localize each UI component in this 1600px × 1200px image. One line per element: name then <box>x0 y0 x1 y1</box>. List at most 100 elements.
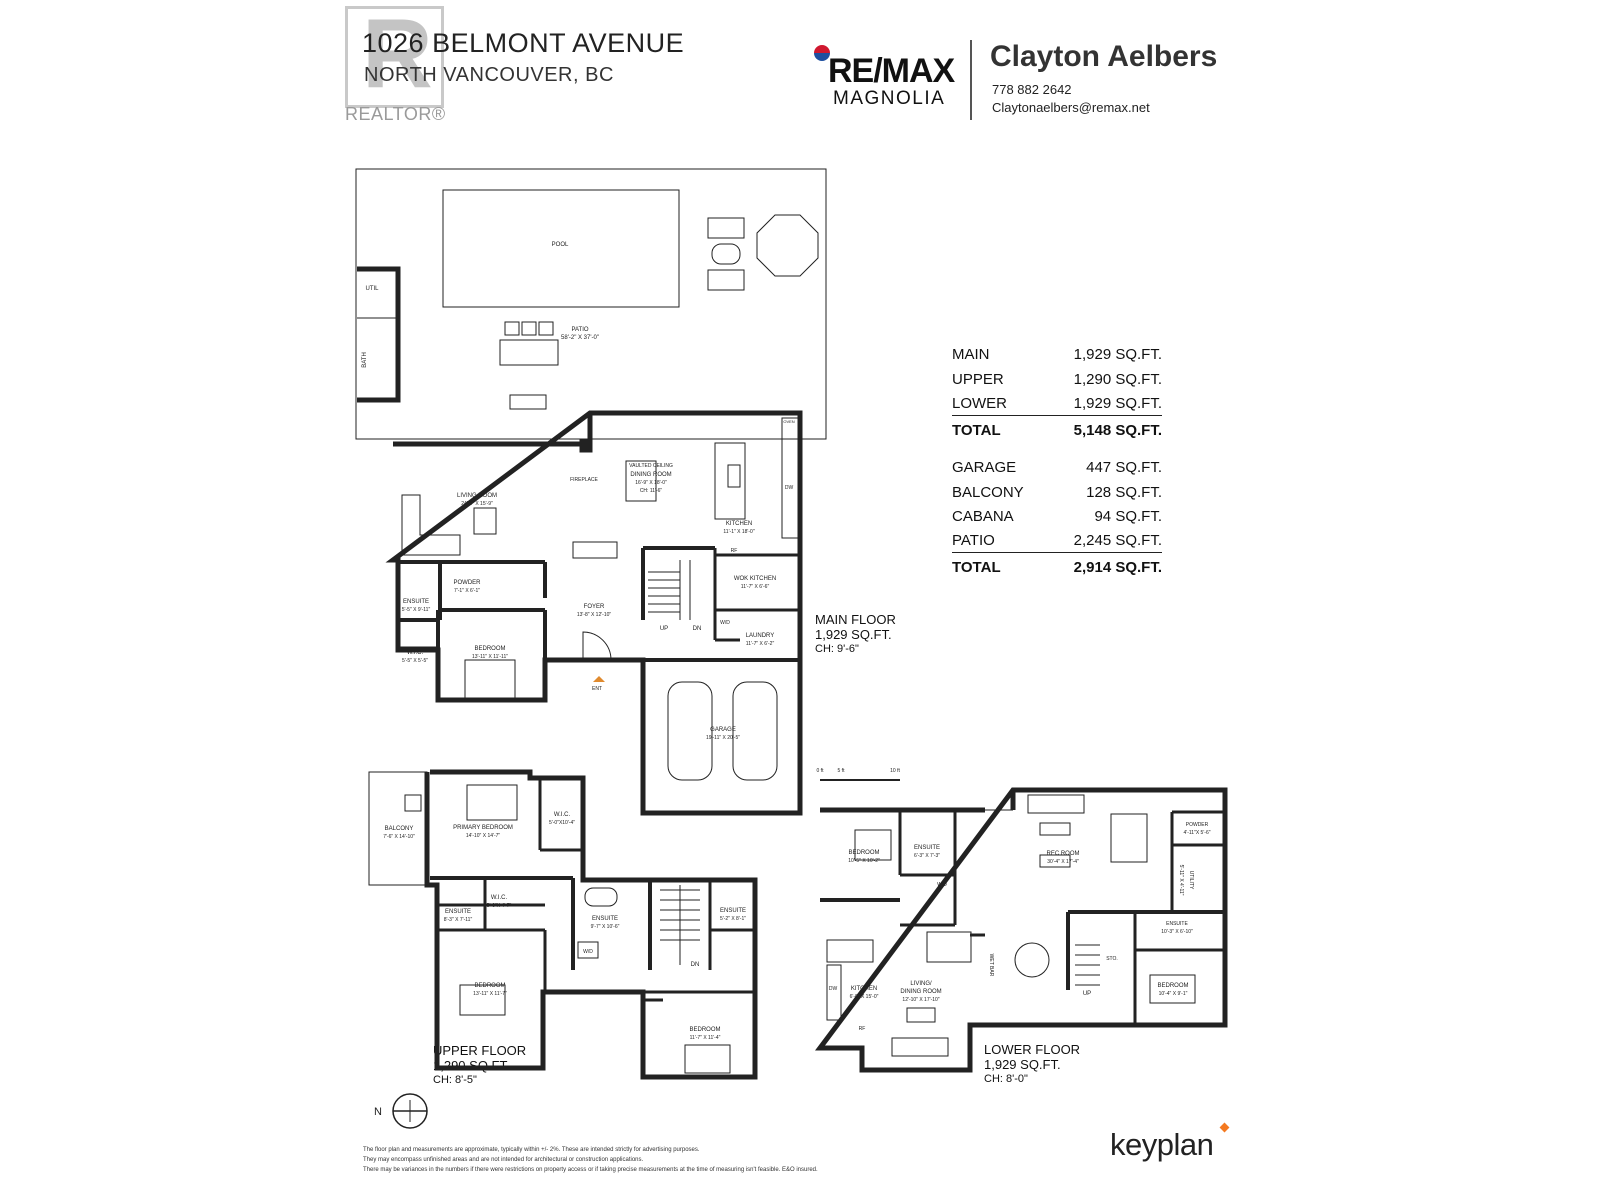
label-dw-main: DW <box>785 485 794 491</box>
label-livdin-dim: 12'-10" X 17'-10" <box>902 997 939 1003</box>
label-rec: REC ROOM <box>1047 851 1080 857</box>
property-city: NORTH VANCOUVER, BC <box>364 64 614 86</box>
disclaimer-line: The floor plan and measurements are appr… <box>363 1147 700 1153</box>
label-bedroom-main-dim: 13'-11" X 11'-11" <box>472 654 508 660</box>
label-bedroom-low1-dim: 10'-5" X 10'-2" <box>848 858 880 864</box>
label-livdin2: DINING ROOM <box>900 989 941 995</box>
label-ensuite-low1-dim: 6'-3" X 7'-3" <box>914 853 940 859</box>
label-patio: PATIO <box>571 327 588 333</box>
label-dn-main: DN <box>693 626 702 632</box>
label-garage: GARAGE <box>710 727 736 733</box>
label-bedroom-up2: BEDROOM <box>689 1027 720 1033</box>
compass-north-label: N <box>374 1106 382 1118</box>
entrance-marker <box>593 676 605 682</box>
label-rf-main: RF <box>731 548 738 554</box>
label-wok-dim: 11'-7" X 6'-6" <box>741 584 770 590</box>
label-wd-main: W/D <box>720 620 730 626</box>
label-bedroom-up1-dim: 13'-11" X 11'-7" <box>473 991 507 997</box>
lower-floor-walls <box>815 787 1228 1073</box>
label-bedroom-low2-dim: 10'-4" X 9'-1" <box>1159 991 1188 997</box>
label-powder-dim: 7'-1" X 6'-1" <box>454 588 480 594</box>
label-oven-main: OVEN <box>783 419 794 424</box>
label-wic-up1: W.I.C. <box>554 812 571 818</box>
label-kitchen-dim: 11'-1" X 18'-0" <box>723 529 754 535</box>
label-bedroom-up1: BEDROOM <box>474 983 505 989</box>
cabana-walls <box>357 266 401 403</box>
label-rf-lower: RF <box>859 1026 866 1032</box>
label-ensuite-up1-dim: 9'-7" X 10'-6" <box>591 924 620 930</box>
area-divider <box>952 415 1162 416</box>
label-ensuite-low2-dim: 10'-3" X 6'-10" <box>1161 929 1193 935</box>
label-living: LIVING ROOM <box>457 493 497 499</box>
patio-area <box>355 168 827 440</box>
realtor-logo: R <box>345 0 444 108</box>
label-primary: PRIMARY BEDROOM <box>453 825 513 831</box>
label-utility: UTILITY <box>1188 871 1194 890</box>
label-bedroom-main: BEDROOM <box>474 646 505 652</box>
label-wd-upper: W/D <box>583 949 593 955</box>
label-utility-dim: 5'-11" X 4'-11" <box>1178 865 1184 896</box>
pool <box>442 189 680 308</box>
scale-label-10: 10 ft <box>890 768 900 774</box>
brokerage-logo: RE/MAX <box>828 52 955 90</box>
label-kitchen-low: KITCHEN <box>851 986 877 992</box>
label-up-main: UP <box>660 626 668 632</box>
label-powder: POWDER <box>454 580 482 586</box>
label-bedroom-low2: BEDROOM <box>1157 983 1188 989</box>
label-bedroom-up2-dim: 11'-7" X 11'-4" <box>690 1035 721 1041</box>
cars <box>667 681 778 781</box>
label-wok: WOK KITCHEN <box>734 576 776 582</box>
label-ensuite-up1: ENSUITE <box>592 916 618 922</box>
label-primary-dim: 14'-10" X 14'-7" <box>466 833 501 839</box>
header-divider <box>970 40 972 120</box>
label-dn-upper: DN <box>691 962 700 968</box>
area-divider <box>952 552 1162 553</box>
label-wic-up1-dim: 5'-0"X10'-4" <box>549 820 575 826</box>
label-foyer: FOYER <box>584 604 605 610</box>
label-dining-ch: CH: 11'-6" <box>640 488 663 494</box>
brokerage-office: MAGNOLIA <box>833 88 946 109</box>
label-ensuite-up2: ENSUITE <box>445 909 471 915</box>
label-foyer-dim: 13'-8" X 12'-10" <box>577 612 612 618</box>
label-wetbar: WET BAR <box>988 954 994 977</box>
label-util: UTIL <box>365 286 379 292</box>
label-powder-low-dim: 4'-11"X 5'-6" <box>1183 830 1210 836</box>
scale-label-5: 5 ft <box>838 768 846 774</box>
label-wic-up2-dim: 5'-6"X 4'-7" <box>487 903 512 909</box>
label-ent: ENT <box>592 686 602 692</box>
label-bedroom-low1: BEDROOM <box>848 850 879 856</box>
label-ensuite-low2: ENSUITE <box>1166 921 1188 927</box>
label-balcony-dim: 7'-6" X 14'-10" <box>383 834 415 840</box>
label-up-lower: UP <box>1083 991 1091 997</box>
label-ensuite-main: ENSUITE <box>403 599 429 605</box>
label-wic-main-dim: 5'-5" X 5'-5" <box>402 658 428 664</box>
keyplan-logo: keyplan <box>1110 1127 1214 1162</box>
scale-label-0: 0 ft <box>817 768 825 774</box>
upper-floor-walls <box>424 769 758 1080</box>
label-vaulted: VAULTED CEILING <box>629 463 673 469</box>
label-laundry-dim: 11'-7" X 6'-2" <box>746 641 775 647</box>
label-sto: STO. <box>1106 956 1118 962</box>
label-ensuite-up3-dim: 5'-2" X 8'-1" <box>720 916 746 922</box>
label-dining-dim: 16'-9" X 18'-0" <box>635 480 667 486</box>
label-dining: DINING ROOM <box>630 472 671 478</box>
label-bath: BATH <box>362 352 368 368</box>
property-address: 1026 BELMONT AVENUE <box>362 28 685 58</box>
label-pool: POOL <box>552 242 569 248</box>
label-rec-dim: 30'-4" X 17'-4" <box>1047 859 1079 865</box>
disclaimer-line: There may be variances in the numbers if… <box>363 1167 818 1173</box>
label-livdin: LIVING/ <box>910 981 932 987</box>
label-dw-lower: DW <box>829 986 838 992</box>
disclaimer-line: They may encompass unfinished areas and … <box>363 1157 644 1163</box>
label-kitchen-low-dim: 6'-0" X 15'-0" <box>850 994 879 1000</box>
label-balcony: BALCONY <box>385 826 414 832</box>
